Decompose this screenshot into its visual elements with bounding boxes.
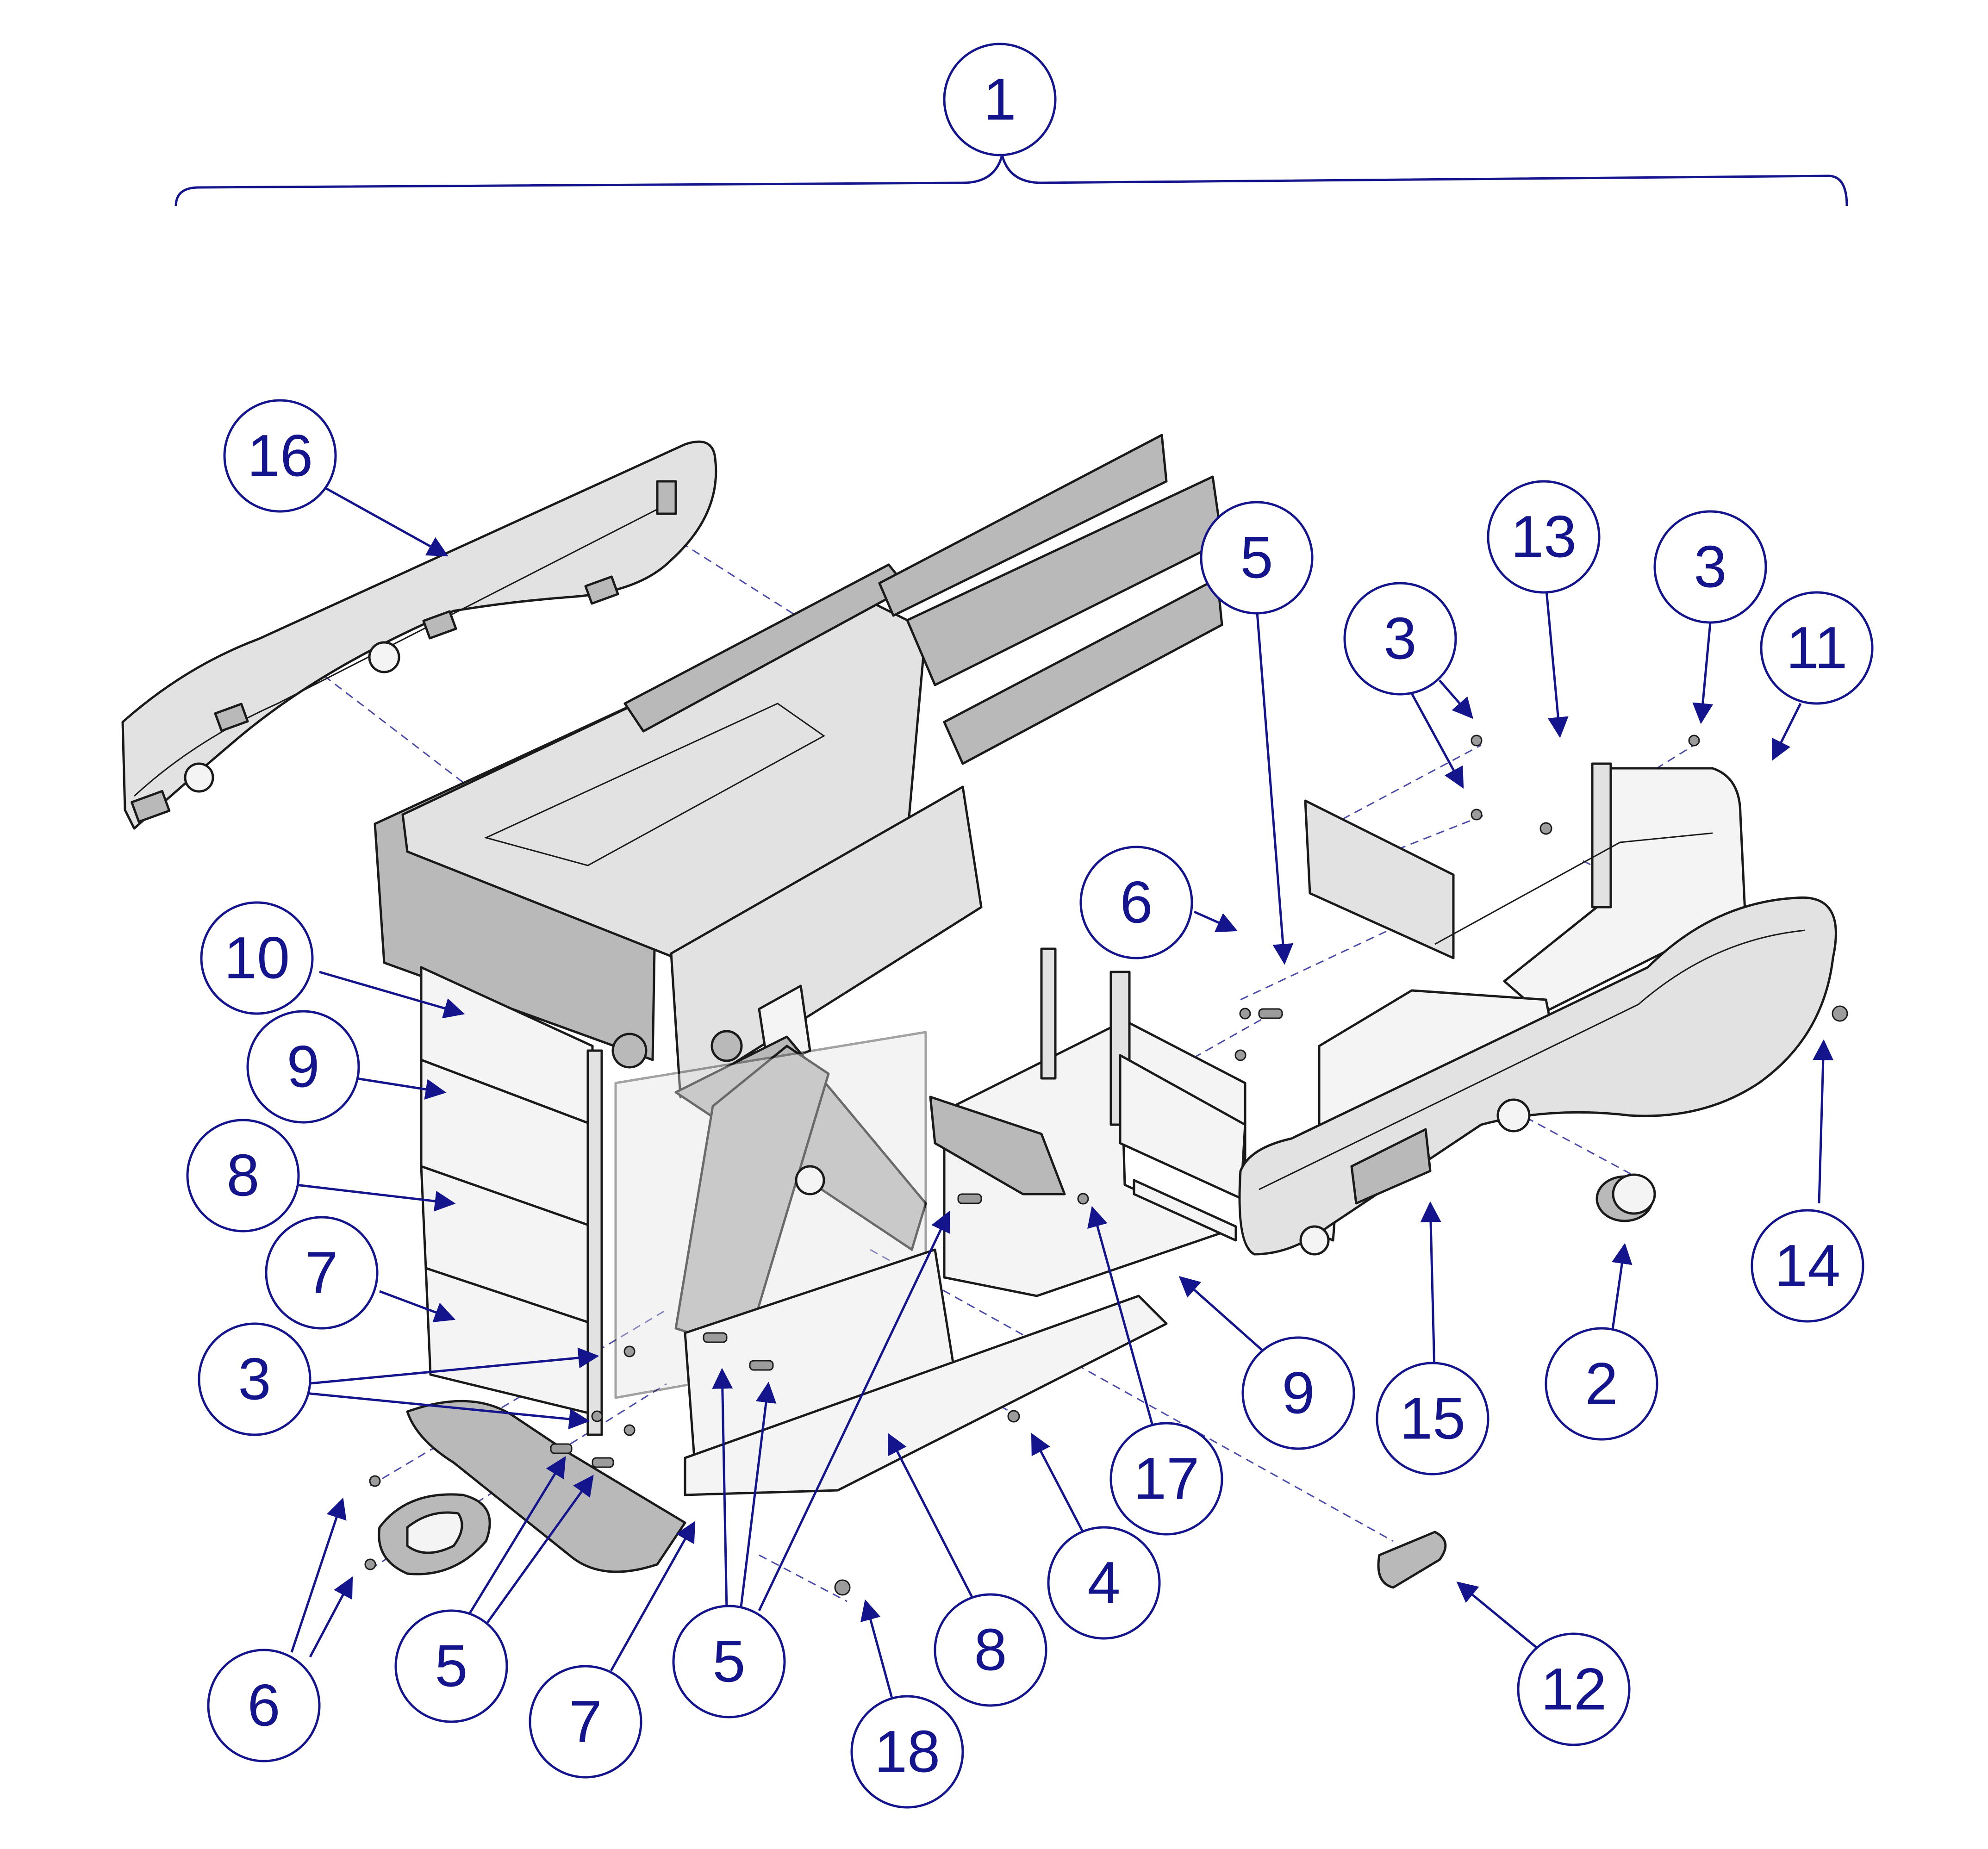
callout-13: 13 bbox=[1487, 480, 1601, 594]
callout-3-lower: 3 bbox=[198, 1322, 312, 1436]
svg-text:7: 7 bbox=[305, 1240, 338, 1306]
svg-text:15: 15 bbox=[1400, 1386, 1465, 1452]
callout-18: 18 bbox=[850, 1695, 964, 1809]
svg-text:9: 9 bbox=[287, 1034, 319, 1100]
svg-text:11: 11 bbox=[1786, 615, 1848, 681]
svg-text:8: 8 bbox=[226, 1143, 259, 1209]
callout-3-upper-left: 3 bbox=[1343, 582, 1457, 696]
svg-text:5: 5 bbox=[435, 1633, 467, 1700]
callout-9-left: 9 bbox=[246, 1010, 360, 1124]
svg-text:1: 1 bbox=[983, 67, 1016, 133]
svg-text:8: 8 bbox=[974, 1617, 1007, 1683]
callout-14: 14 bbox=[1751, 1209, 1864, 1323]
base-foot-cover bbox=[378, 1400, 686, 1575]
svg-text:17: 17 bbox=[1134, 1446, 1199, 1512]
svg-text:3: 3 bbox=[238, 1346, 271, 1413]
svg-text:9: 9 bbox=[1282, 1360, 1315, 1426]
callout-8-lower: 8 bbox=[934, 1593, 1047, 1707]
callout-1: 1 bbox=[943, 43, 1057, 156]
right-middle-shroud bbox=[684, 947, 1228, 1496]
rear-right-frame bbox=[1109, 762, 1746, 1242]
callout-8-left: 8 bbox=[186, 1119, 300, 1233]
callout-10: 10 bbox=[200, 901, 314, 1015]
right-side-cover-panel bbox=[1238, 896, 1837, 1256]
callouts: 1 16 5 13 3 3 11 6 bbox=[186, 43, 1874, 1809]
callout-9-right: 9 bbox=[1241, 1336, 1355, 1450]
svg-text:5: 5 bbox=[712, 1629, 745, 1695]
fasteners bbox=[364, 735, 1848, 1596]
round-cap bbox=[1595, 1173, 1656, 1222]
callout-4: 4 bbox=[1047, 1526, 1161, 1640]
svg-text:6: 6 bbox=[1120, 870, 1153, 936]
svg-text:18: 18 bbox=[874, 1719, 940, 1785]
leader-lines bbox=[290, 485, 1834, 1704]
svg-text:3: 3 bbox=[1383, 606, 1416, 672]
callout-5-lower-middle: 5 bbox=[672, 1605, 786, 1718]
svg-text:10: 10 bbox=[224, 925, 290, 991]
callout-7-left: 7 bbox=[265, 1216, 379, 1330]
callout-5-lower-left: 5 bbox=[394, 1609, 508, 1723]
rear-cover-panel bbox=[121, 440, 717, 830]
svg-text:13: 13 bbox=[1511, 504, 1577, 570]
svg-text:16: 16 bbox=[247, 423, 313, 489]
svg-text:5: 5 bbox=[1240, 525, 1273, 591]
callout-11: 11 bbox=[1760, 591, 1874, 705]
svg-text:7: 7 bbox=[569, 1689, 602, 1755]
callout-15: 15 bbox=[1376, 1362, 1489, 1475]
rubber-stop bbox=[1377, 1531, 1447, 1589]
svg-text:12: 12 bbox=[1541, 1656, 1607, 1723]
callout-6-upper: 6 bbox=[1079, 846, 1193, 959]
lift-top-frame bbox=[374, 434, 1223, 1098]
callout-16: 16 bbox=[223, 399, 337, 513]
svg-text:6: 6 bbox=[247, 1673, 280, 1739]
assembly-bracket bbox=[174, 155, 1848, 206]
callout-5-upper: 5 bbox=[1200, 501, 1314, 615]
svg-text:3: 3 bbox=[1694, 534, 1726, 600]
svg-text:14: 14 bbox=[1775, 1233, 1840, 1299]
svg-text:2: 2 bbox=[1585, 1351, 1618, 1417]
callout-12: 12 bbox=[1517, 1632, 1631, 1746]
callout-7-lower: 7 bbox=[529, 1665, 642, 1779]
callout-2: 2 bbox=[1545, 1327, 1658, 1441]
callout-6-lower: 6 bbox=[207, 1649, 321, 1762]
svg-text:4: 4 bbox=[1087, 1550, 1120, 1616]
callout-17: 17 bbox=[1109, 1422, 1223, 1536]
callout-3-upper-right: 3 bbox=[1653, 510, 1767, 624]
